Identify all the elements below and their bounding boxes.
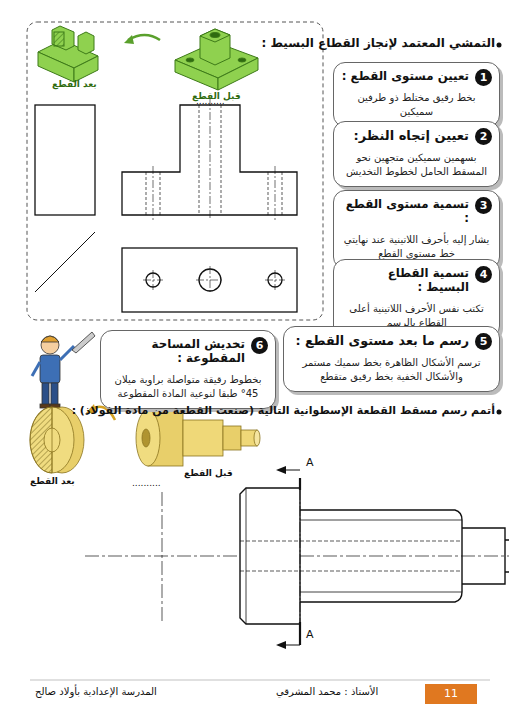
text-label: قبل القطع [184, 468, 233, 478]
step-heading: تسمية مستوى القطع : [342, 197, 491, 225]
step-description: يشار إليه بأحرف اللاتينية عند نهايتي خط … [342, 233, 491, 261]
text-label: A [306, 456, 314, 469]
step-heading: تخديش المساحة المقطوعة : [109, 337, 267, 365]
step-heading: رسم ما بعد مستوى القطع : [292, 333, 491, 348]
text-label: أتمم رسم مسقط القطعة الإسطوانية التالية … [72, 404, 495, 417]
text-label: بعد القطع [52, 79, 97, 89]
text-label: بعد القطع [30, 476, 75, 486]
callout-number: 3 [475, 197, 492, 214]
callout-number: 4 [475, 266, 492, 283]
callout-number: 6 [251, 337, 268, 354]
callout-number: 2 [475, 128, 492, 145]
step-heading: تعيين مستوى القطع : [342, 69, 491, 83]
page-heading: التمشي المعتمد لإنجاز القطاع البسيط : [261, 36, 495, 50]
step-description: بخط رقيق مختلط ذو طرفين سميكين [342, 91, 491, 119]
step-box: تعيين إتجاه النظر: بسهمين سميكين متجهين ن… [333, 121, 500, 187]
step-heading: تسمية القطاع البسيط : [342, 266, 491, 294]
text-label: .......... [196, 96, 225, 106]
text-label: .......... [132, 478, 161, 488]
step-description: ترسم الأشكال الظاهرة بخط سميك مستمر والأ… [292, 356, 491, 384]
text-label: A [306, 628, 314, 641]
step-box: رسم ما بعد مستوى القطع : ترسم الأشكال الظ… [283, 326, 500, 392]
step-description: بخطوط رقيقة متواصلة براوية ميلان 45° طبق… [109, 373, 267, 401]
step-heading: تعيين إتجاه النظر: [342, 128, 491, 143]
step-box: تعيين مستوى القطع : بخط رقيق مختلط ذو طرف… [333, 62, 500, 127]
text-label: 11 [425, 684, 477, 704]
text-label: الأستاذ : محمد المشرقي [276, 686, 378, 697]
callout-number: 1 [475, 69, 492, 86]
step-box: تخديش المساحة المقطوعة : بخطوط رقيقة متوا… [100, 330, 276, 409]
text-label: المدرسة الإعدادية بأولاد صالح [35, 686, 157, 697]
callout-number: 5 [475, 333, 492, 350]
step-description: بسهمين سميكين متجهين نحو المسقط الحامل ل… [342, 151, 491, 179]
